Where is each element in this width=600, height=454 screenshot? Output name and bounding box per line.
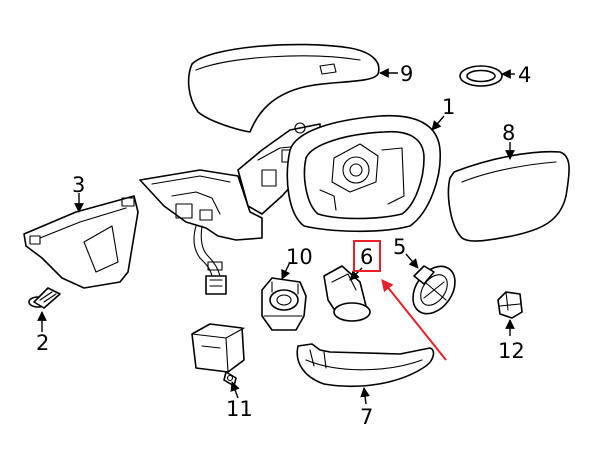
- callout-2: 2: [36, 331, 49, 355]
- leader-5: [405, 253, 419, 269]
- part-11-control-module: [191, 323, 245, 387]
- highlight-pointer-arrow: [381, 279, 447, 361]
- part-8-mirror-glass: [447, 150, 570, 242]
- callout-11: 11: [226, 397, 253, 421]
- leader-10: [281, 261, 291, 280]
- callout-4: 4: [518, 63, 531, 87]
- callout-12: 12: [498, 339, 525, 363]
- part-2-screw: [28, 287, 61, 309]
- callout-6-highlight-box: [353, 240, 381, 272]
- part-10-camera-module: [261, 277, 307, 331]
- part-4-grommet: [459, 65, 503, 87]
- callout-1: 1: [442, 95, 455, 119]
- leader-7: [360, 387, 370, 405]
- callout-7: 7: [360, 405, 373, 429]
- part-3-bracket: [23, 195, 139, 289]
- callout-5: 5: [393, 235, 406, 259]
- part-5-actuator: [412, 265, 456, 315]
- part-7-turn-signal: [296, 343, 435, 388]
- callout-8: 8: [502, 121, 515, 145]
- callout-6: 6: [360, 245, 373, 269]
- part-9-mirror-cap: [187, 43, 380, 133]
- callout-3: 3: [72, 173, 85, 197]
- leader-1: [431, 115, 445, 131]
- part-12-clip: [497, 291, 523, 319]
- part-1-mirror-housing: [139, 114, 441, 295]
- leader-11: [230, 381, 240, 399]
- callout-10: 10: [286, 245, 313, 269]
- part-6-lamp-lens: [323, 265, 371, 322]
- callout-9: 9: [400, 62, 413, 86]
